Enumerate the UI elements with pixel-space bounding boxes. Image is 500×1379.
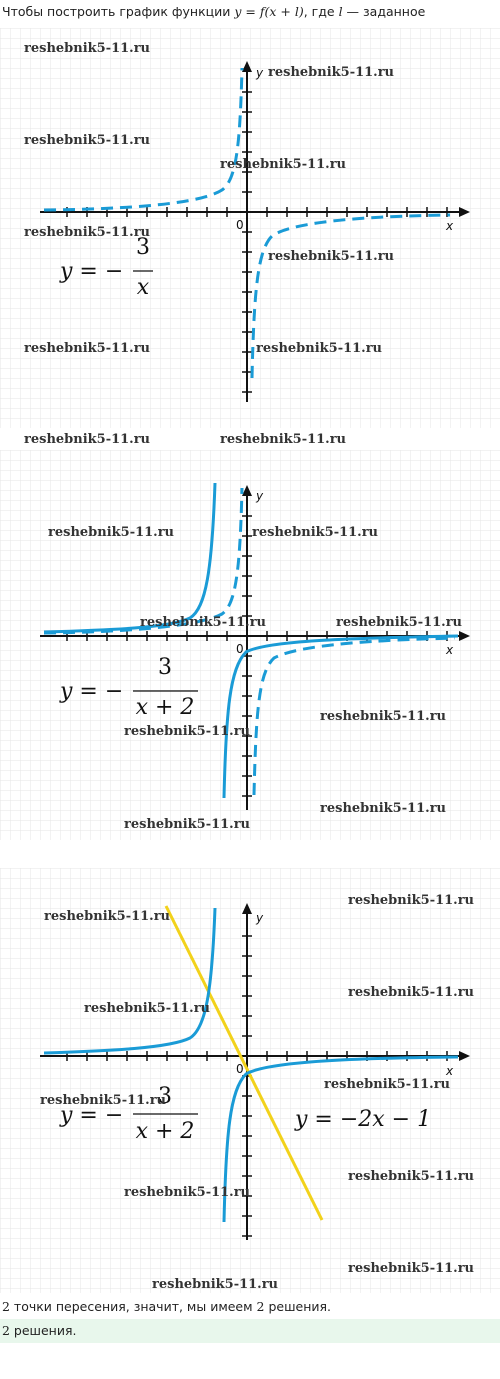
hyperbola-branch-right [222,1055,459,1223]
watermark: reshebnik5-11.ru [348,985,474,1000]
answer-box: 2 решения. [0,1319,500,1343]
x-axis-label: x [445,643,454,657]
intro-text-middle: , где [303,4,339,19]
watermark: reshebnik5-11.ru [84,1001,210,1016]
watermark: reshebnik5-11.ru [24,432,150,447]
conclusion-number-2: 2 [256,1299,265,1314]
conclusion-text: 2 точки пересения, значит, мы имеем 2 ре… [2,1297,498,1317]
watermark: reshebnik5-11.ru [152,1277,278,1292]
watermark: reshebnik5-11.ru [348,1261,474,1276]
graph-2-svg: x y 0 y = − 3 x + 2 reshebnik5-11.ru res… [0,450,500,840]
formula-2-denominator: x + 2 [136,695,195,720]
grid-1 [0,28,500,428]
reference-branch-left [43,487,244,635]
formula-3: y = − 3 x + 2 [59,1084,198,1144]
formula-1-lhs: y = − [59,259,123,284]
watermark: reshebnik5-11.ru [320,709,446,724]
intro-text-after: — заданное [342,4,426,19]
watermark: reshebnik5-11.ru [48,525,174,540]
formula-3-denominator: x + 2 [136,1119,195,1144]
watermark: reshebnik5-11.ru [140,615,266,630]
formula-1-numerator: 3 [136,235,150,260]
watermark: reshebnik5-11.ru [24,341,150,356]
formula-2-lhs: y = − [59,679,123,704]
origin-label: 0 [236,642,244,656]
graph-3-svg: x y 0 y = − 3 x + 2 y = −2x − 1 reshebni… [0,868,500,1293]
watermark: reshebnik5-11.ru [24,41,150,56]
x-axis-label: x [445,219,454,233]
conclusion-number: 2 [2,1299,10,1314]
watermark: reshebnik5-11.ru [320,801,446,816]
grid-2 [0,450,500,840]
watermark: reshebnik5-11.ru [24,133,150,148]
watermark: reshebnik5-11.ru [268,65,394,80]
watermark: reshebnik5-11.ru [252,525,378,540]
intro-formula: y = f(x + l) [234,4,304,19]
formula-1-denominator: x [137,275,150,300]
answer-number: 2 [2,1323,10,1338]
watermark: reshebnik5-11.ru [124,817,250,832]
grid-3 [0,868,500,1293]
reference-branch-right [252,636,456,796]
shifted-branch-left [43,482,217,634]
watermark: reshebnik5-11.ru [336,615,462,630]
formula-3-numerator: 3 [158,1084,172,1109]
watermark: reshebnik5-11.ru [348,893,474,908]
hyperbola-branch-left [43,907,217,1055]
watermark: reshebnik5-11.ru [40,1093,166,1108]
watermark: reshebnik5-11.ru [44,909,170,924]
intro-text: Чтобы построить график функции y = f(x +… [2,2,498,22]
graph-figure-3: x y 0 y = − 3 x + 2 y = −2x − 1 reshebni… [0,868,500,1293]
origin-label: 0 [236,1062,244,1076]
watermark: reshebnik5-11.ru [348,1169,474,1184]
watermark: reshebnik5-11.ru [124,1185,250,1200]
formula-1: y = − 3 x [59,235,153,300]
line-y-minus-2x-minus-1 [164,905,324,1221]
line-formula: y = −2x − 1 [294,1107,431,1132]
y-axis-label: y [255,66,264,80]
watermark: reshebnik5-11.ru [324,1077,450,1092]
graph-figure-2: x y 0 y = − 3 x + 2 reshebnik5-11.ru res… [0,450,500,840]
y-axis-label: y [255,911,264,925]
intro-var: l [338,4,343,19]
watermark: reshebnik5-11.ru [220,432,346,447]
conclusion-text-part: точки пересения, значит, мы имеем [9,1299,257,1314]
watermark: reshebnik5-11.ru [268,249,394,264]
watermark: reshebnik5-11.ru [256,341,382,356]
formula-2-numerator: 3 [158,655,172,680]
hyperbola-branch-left [43,67,244,212]
watermark: reshebnik5-11.ru [24,225,150,240]
intro-text-before: Чтобы построить график функции [2,4,235,19]
formula-3-lhs: y = − [59,1103,123,1128]
axes-1 [40,61,470,402]
x-axis-label: x [445,1064,454,1078]
graph-figure-1: x y 0 y = − 3 x reshebnik5-11.ru reshebn… [0,28,500,428]
y-axis-label: y [255,489,264,503]
watermark: reshebnik5-11.ru [220,157,346,172]
graph-1-svg: x y 0 y = − 3 x reshebnik5-11.ru reshebn… [0,28,500,428]
watermark-row: reshebnik5-11.ru reshebnik5-11.ru [24,432,346,447]
formula-2: y = − 3 x + 2 [59,655,198,720]
answer-text: решения. [9,1323,77,1338]
conclusion-text-part-2: решения. [264,1299,332,1314]
origin-label: 0 [236,218,244,232]
watermark: reshebnik5-11.ru [124,724,250,739]
shifted-branch-right [222,634,459,799]
